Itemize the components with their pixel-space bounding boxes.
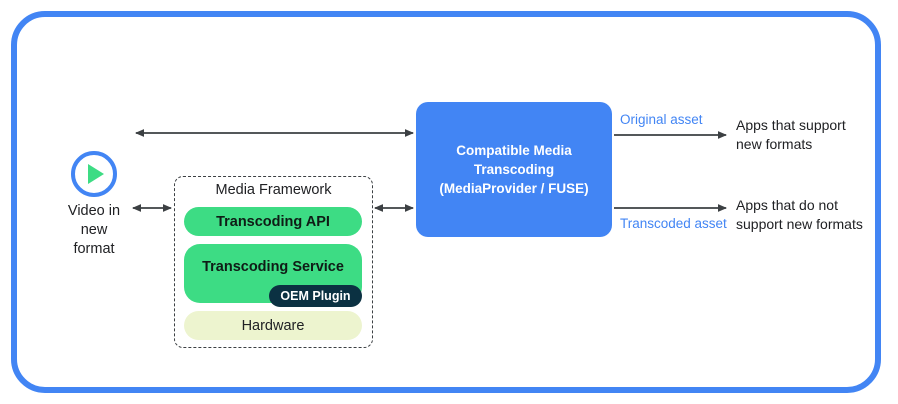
transcoding-api-box: Transcoding API bbox=[184, 207, 362, 236]
transcoded-asset-label: Transcoded asset bbox=[620, 216, 727, 231]
apps-support-line2: new formats bbox=[736, 136, 813, 152]
compatible-media-transcoding-box: Compatible Media Transcoding (MediaProvi… bbox=[416, 102, 612, 237]
oem-plugin-badge: OEM Plugin bbox=[269, 285, 362, 307]
media-framework-title: Media Framework bbox=[215, 182, 332, 198]
video-source-label-line2: new bbox=[80, 222, 108, 238]
apps-no-support-line2: support new formats bbox=[736, 216, 863, 232]
video-source-label-line1: Video in bbox=[67, 203, 121, 219]
apps-no-support-new-formats-label: Apps that do not support new formats bbox=[736, 196, 863, 234]
video-source-label: Video in new format bbox=[44, 202, 144, 259]
play-icon-triangle bbox=[88, 164, 104, 184]
video-source-label-line3: format bbox=[73, 241, 115, 257]
cmt-line3: (MediaProvider / FUSE) bbox=[439, 181, 589, 196]
cmt-line1: Compatible Media bbox=[456, 143, 572, 158]
play-icon-ring bbox=[71, 151, 117, 197]
diagram-outer-frame bbox=[11, 11, 881, 393]
play-circle-icon bbox=[71, 151, 117, 197]
apps-no-support-line1: Apps that do not bbox=[736, 197, 838, 213]
hardware-box: Hardware bbox=[184, 311, 362, 340]
media-framework-container bbox=[174, 176, 373, 348]
original-asset-label: Original asset bbox=[620, 112, 703, 127]
apps-support-line1: Apps that support bbox=[736, 117, 846, 133]
cmt-line2: Transcoding bbox=[473, 162, 555, 177]
apps-support-new-formats-label: Apps that support new formats bbox=[736, 116, 846, 154]
